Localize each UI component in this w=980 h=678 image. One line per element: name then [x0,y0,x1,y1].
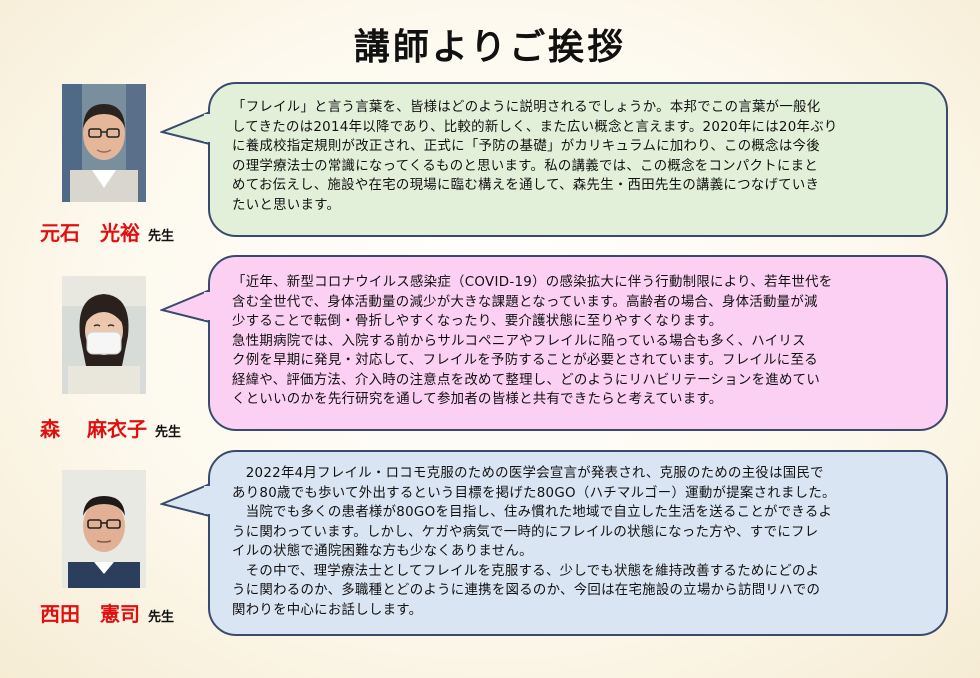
speech-bubble-tail [160,483,211,517]
page-title: 講師よりご挨拶 [353,27,627,68]
message-bubble-3: 2022年4月フレイル・ロコモ克服のための医学会宣言が発表され、克服のための主役… [208,450,948,636]
message-text: 「近年、新型コロナウイルス感染症（COVID-19）の感染拡大に伴う行動制限によ… [232,275,833,407]
lecturer-name-3: 西田 憲司先生 [40,598,174,627]
speech-bubble-tail [160,289,211,323]
tail-join [204,114,212,142]
tail-join [204,292,212,320]
lecturer-name-1: 元石 光裕先生 [40,217,174,246]
lecturer-name-text: 元石 光裕 [40,221,140,245]
tail-join [204,486,212,514]
message-text: 「フレイル」と言う言葉を、皆様はどのように説明されるでしょうか。本邦でこの言葉が… [232,100,838,213]
lecturer-name-text: 森 麻衣子 [40,417,147,441]
message-bubble-1: 「フレイル」と言う言葉を、皆様はどのように説明されるでしょうか。本邦でこの言葉が… [208,82,948,237]
honorific-suffix: 先生 [148,610,175,625]
honorific-suffix: 先生 [148,229,175,244]
lecturer-name-2: 森 麻衣子先生 [40,413,181,442]
speech-bubble-tail [160,111,211,145]
lecturer-photo-motoishi [62,84,146,202]
honorific-suffix: 先生 [154,425,181,440]
message-bubble-2: 「近年、新型コロナウイルス感染症（COVID-19）の感染拡大に伴う行動制限によ… [208,255,948,431]
lecturer-photo-nishida [62,470,146,588]
lecturer-photo-mori [62,276,146,394]
message-text: 2022年4月フレイル・ロコモ克服のための医学会宣言が発表され、克服のための主役… [232,466,836,618]
lecturer-name-text: 西田 憲司 [40,602,140,626]
